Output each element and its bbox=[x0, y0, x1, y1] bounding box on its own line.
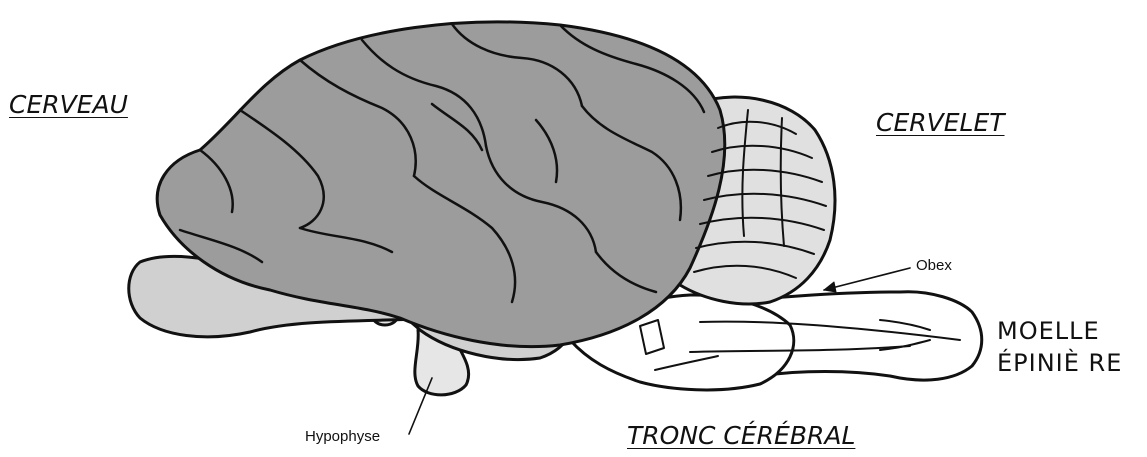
label-moelle-line2: ÉPINIÈ RE bbox=[997, 347, 1122, 379]
obex-arrowhead bbox=[824, 282, 836, 292]
label-moelle-line1: MOELLE bbox=[997, 315, 1122, 347]
label-tronc-cerebral: TRONC CÉRÉBRAL bbox=[627, 421, 855, 450]
label-cerveau: CERVEAU bbox=[9, 90, 128, 119]
label-obex: Obex bbox=[916, 257, 952, 274]
label-cervelet: CERVELET bbox=[876, 108, 1005, 137]
label-hypophyse: Hypophyse bbox=[305, 428, 380, 445]
label-moelle-epiniere: MOELLE ÉPINIÈ RE bbox=[997, 315, 1122, 379]
obex-pointer bbox=[824, 268, 910, 290]
